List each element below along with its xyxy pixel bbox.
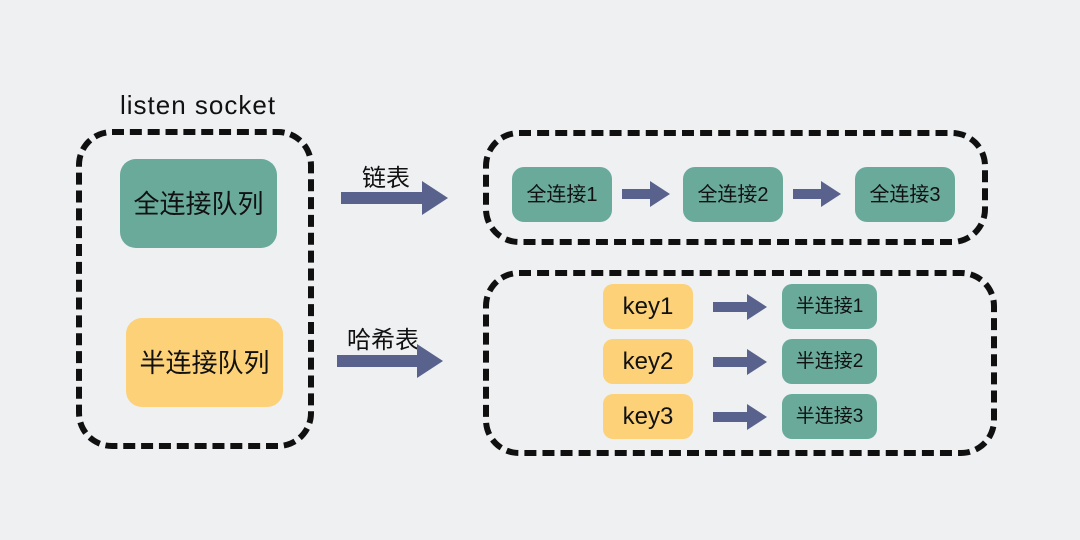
half-connection-queue-node: 半连接队列 <box>126 318 283 407</box>
hash-arrow-3 <box>713 403 767 430</box>
half-connection-3-node: 半连接3 <box>782 394 877 439</box>
key3-node: key3 <box>603 394 693 439</box>
hash-table-arrow <box>337 344 443 378</box>
listen-socket-container: 全连接队列 半连接队列 <box>76 129 314 449</box>
chain-arrow-1 <box>622 181 670 207</box>
arrow-shaft <box>713 411 747 422</box>
arrow-head-icon <box>417 344 443 378</box>
full-connection-1-node: 全连接1 <box>512 167 612 222</box>
arrow-shaft <box>622 189 650 199</box>
arrow-head-icon <box>747 293 767 320</box>
full-connection-3-node: 全连接3 <box>855 167 955 222</box>
listen-socket-label: listen socket <box>120 90 277 120</box>
linked-list-arrow <box>341 181 448 215</box>
hash-row-2: key2 半连接2 <box>603 339 877 384</box>
half-connection-1-node: 半连接1 <box>782 284 877 329</box>
arrow-head-icon <box>747 403 767 430</box>
arrow-shaft <box>713 301 747 312</box>
linked-list-container: 全连接1 全连接2 全连接3 <box>483 130 988 245</box>
hash-row-3: key3 半连接3 <box>603 394 877 439</box>
chain-arrow-2 <box>793 181 841 207</box>
arrow-shaft <box>793 189 821 199</box>
arrow-shaft <box>341 192 422 204</box>
arrow-shaft <box>713 356 747 367</box>
arrow-shaft <box>337 355 417 367</box>
hash-row-1: key1 半连接1 <box>603 284 877 329</box>
arrow-head-icon <box>650 181 670 207</box>
arrow-head-icon <box>747 348 767 375</box>
half-connection-2-node: 半连接2 <box>782 339 877 384</box>
linked-list-label: 链表 <box>362 165 410 192</box>
hash-table-container: key1 半连接1 key2 半连接2 key3 半连接3 <box>483 270 997 456</box>
hash-arrow-2 <box>713 348 767 375</box>
arrow-head-icon <box>422 181 448 215</box>
key2-node: key2 <box>603 339 693 384</box>
key1-node: key1 <box>603 284 693 329</box>
full-connection-2-node: 全连接2 <box>683 167 783 222</box>
full-connection-queue-node: 全连接队列 <box>120 159 277 248</box>
hash-arrow-1 <box>713 293 767 320</box>
hash-table-label: 哈希表 <box>347 327 419 354</box>
arrow-head-icon <box>821 181 841 207</box>
